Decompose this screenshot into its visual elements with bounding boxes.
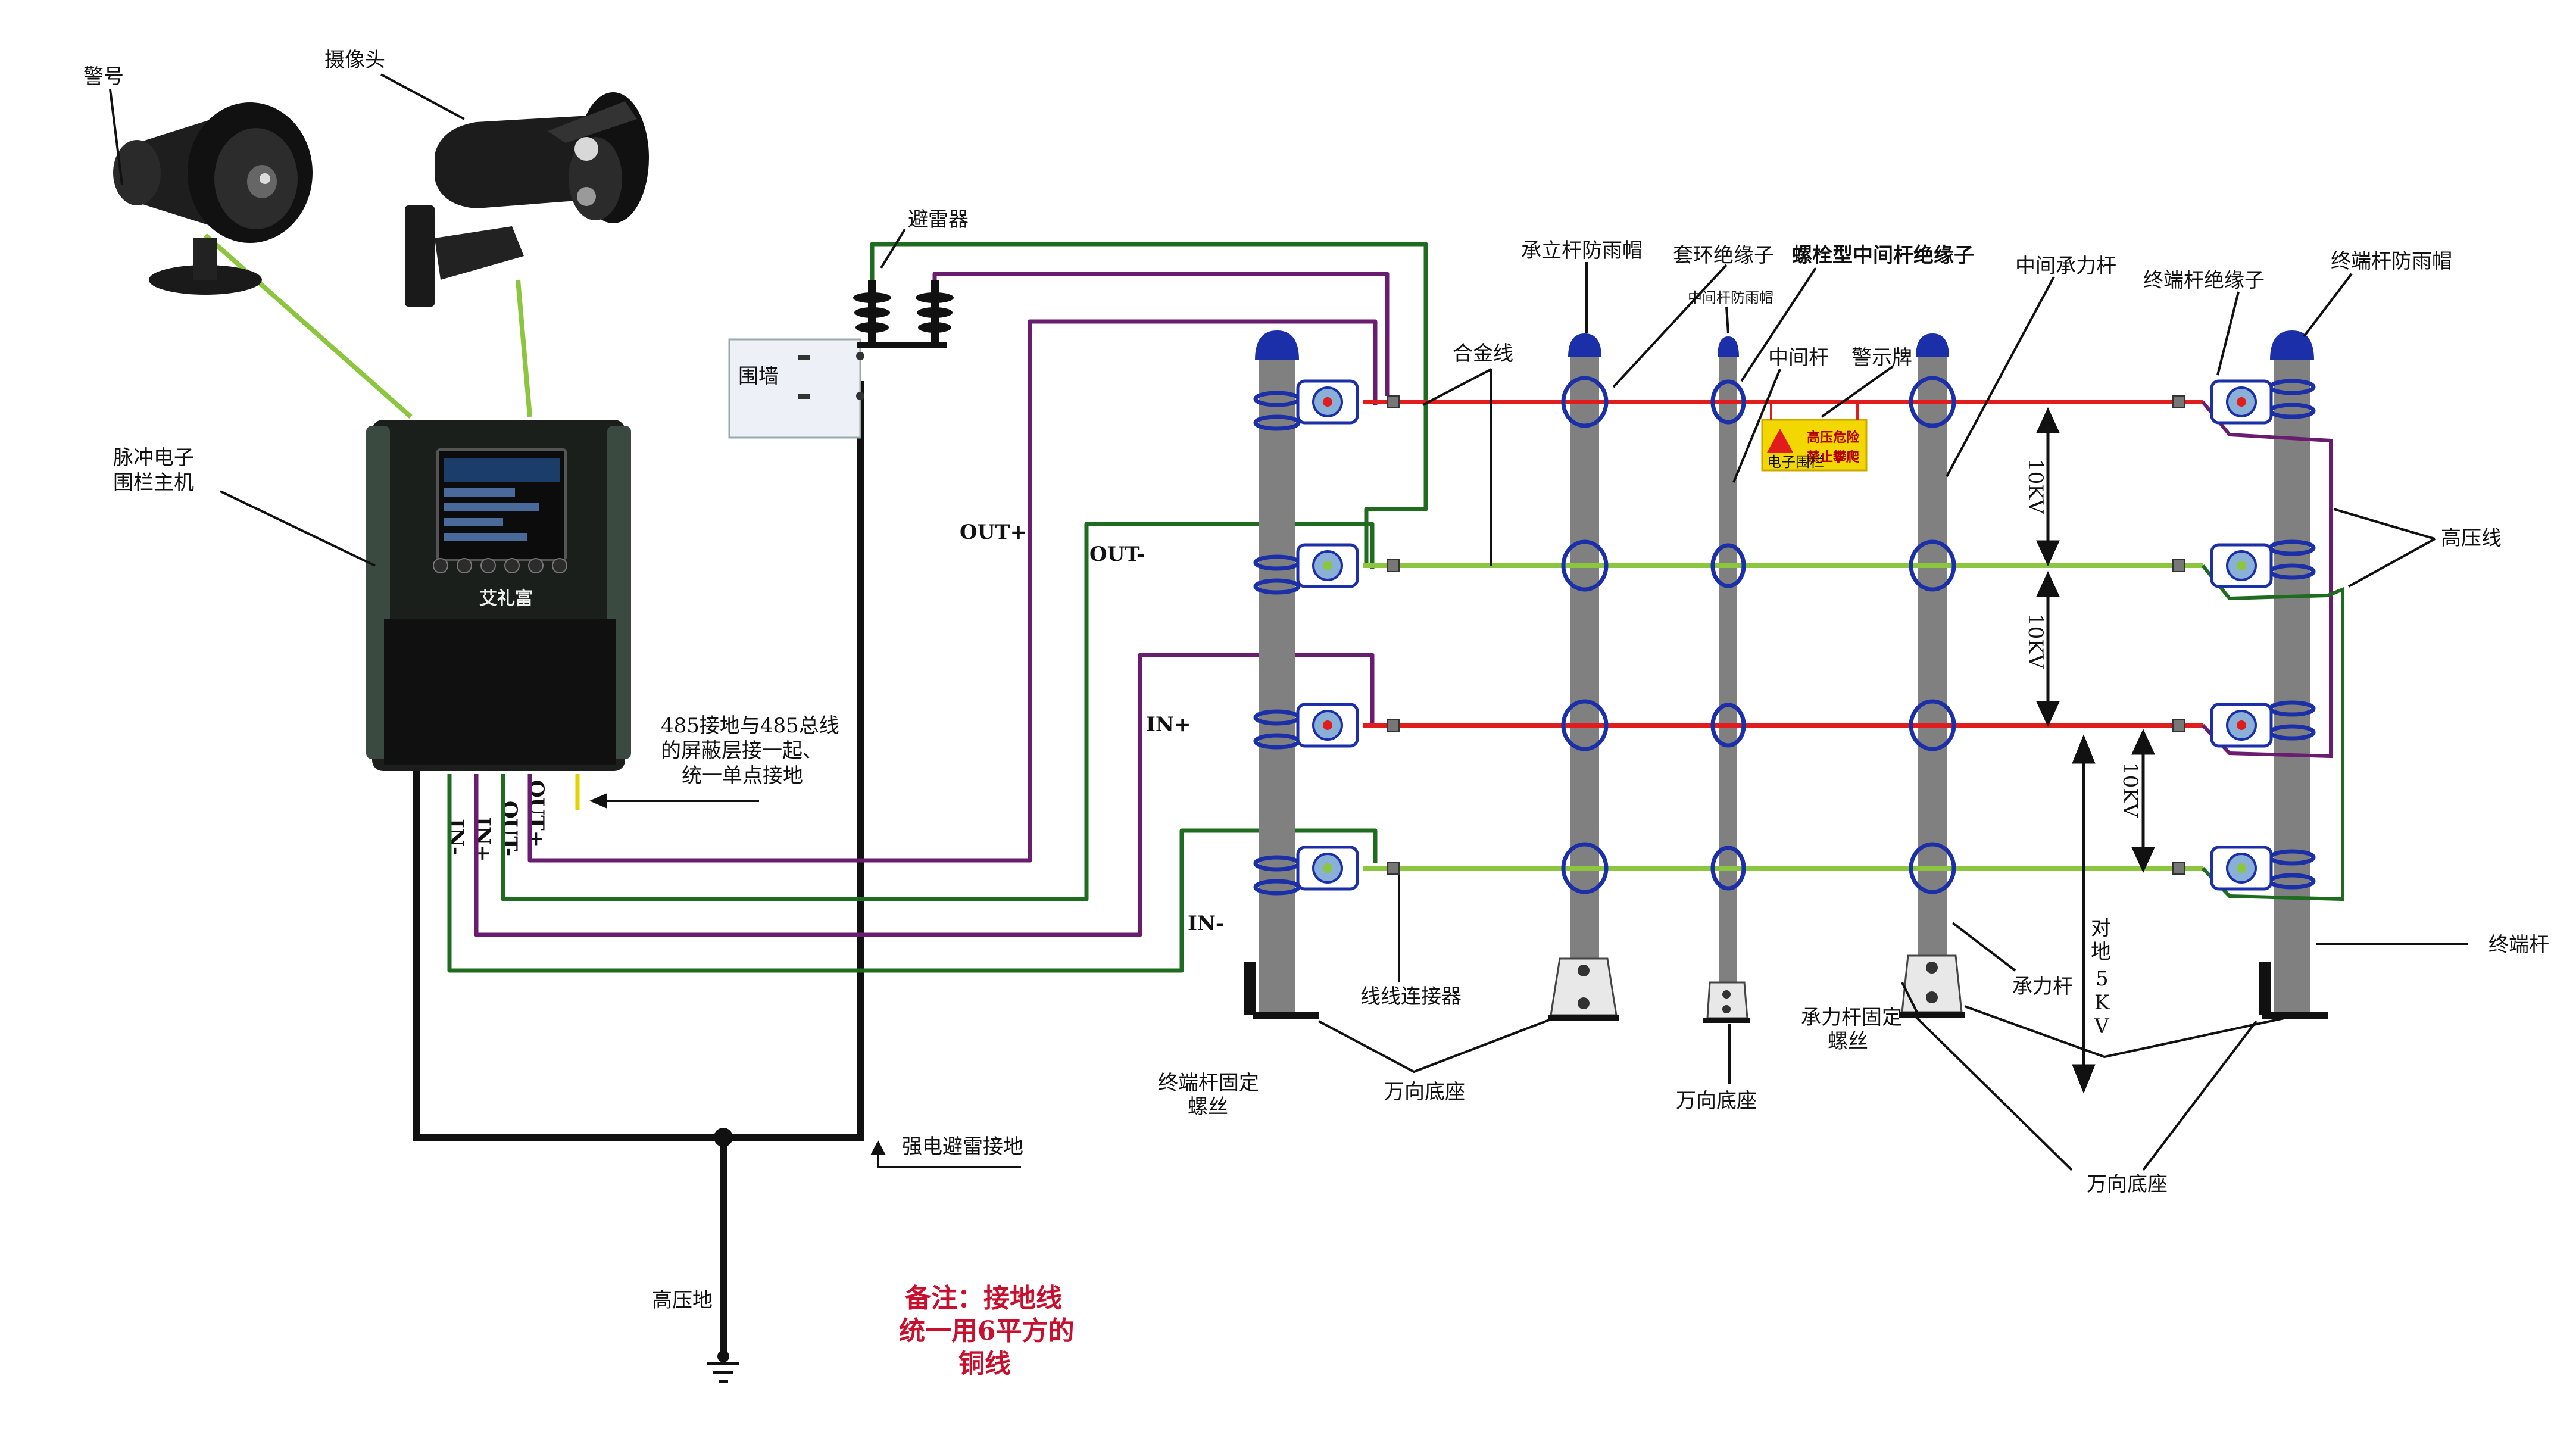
- wire-arrester-purple: [932, 272, 1390, 396]
- wire-out-plus: [527, 319, 1378, 863]
- fence-host-device: 艾礼富: [366, 420, 631, 771]
- remark-line2: 统一用6平方的: [899, 1316, 1075, 1346]
- wire-label-out-plus: OUT+: [960, 520, 1027, 544]
- voltage-arrows: [2036, 407, 2155, 1094]
- wall-label: 围墙: [738, 364, 779, 388]
- mid-load-pole-label: 中间承力杆: [2015, 254, 2116, 278]
- universal-base-label: 万向底座: [1384, 1080, 1465, 1104]
- alloy-wire-label: 合金线: [1453, 342, 1513, 366]
- end-pole-right: [2274, 348, 2310, 1015]
- sign-line1: 高压危险: [1807, 430, 1860, 445]
- host-label-line2: 围栏主机: [113, 471, 194, 495]
- mid-pole-label: 中间杆: [1768, 346, 1829, 370]
- ring-insulator-label: 套环绝缘子: [1673, 244, 1774, 267]
- fence-poles: [1259, 348, 2310, 1015]
- voltage-label-1: 10KV: [2024, 458, 2047, 515]
- siren-icon: [113, 102, 413, 419]
- voltage-label-3: 10KV: [2118, 762, 2142, 819]
- hv-wire-label: 高压线: [2441, 526, 2502, 550]
- end-rain-cap-label: 终端杆防雨帽: [2331, 249, 2452, 273]
- host-label-line1: 脉冲电子: [113, 446, 194, 470]
- voltage-label-2: 10KV: [2024, 613, 2047, 670]
- wall-box: [728, 338, 861, 439]
- sign-line2: 禁止攀爬: [1807, 450, 1860, 465]
- end-insulators-right: [2210, 379, 2273, 891]
- sign-small: 电子围栏: [1767, 454, 1824, 470]
- wall-screws: [798, 352, 864, 400]
- universal-base-mid-label: 万向底座: [1676, 1089, 1757, 1113]
- wire-out-minus: [501, 522, 1375, 901]
- load-pole-label: 承力杆: [2012, 975, 2073, 999]
- to-ground-char-0: 对: [2091, 916, 2111, 940]
- strong-lightning-ground-label: 强电避雷接地: [902, 1135, 1023, 1159]
- load-pole-screw-label-2: 螺丝: [1828, 1029, 1868, 1053]
- siren-label: 警号: [83, 65, 124, 89]
- universal-base-right-label: 万向底座: [2087, 1172, 2168, 1196]
- camera-icon: [405, 92, 649, 417]
- wire-label-in-plus: IN+: [1146, 713, 1191, 737]
- end-insulator-label: 终端杆绝缘子: [2143, 269, 2265, 292]
- mid-pole: [1719, 351, 1737, 1000]
- host-brand: 艾礼富: [479, 588, 533, 609]
- ground-wire-main: [413, 381, 864, 1141]
- strong-ground-arrow: [870, 1140, 1021, 1168]
- signal-wires: [447, 242, 1428, 973]
- wire-in-plus: [474, 653, 1375, 937]
- mid-load-pole: [1918, 351, 1947, 988]
- lightning-arrester-icon: [853, 280, 954, 348]
- wire-connectors: [1387, 395, 2185, 875]
- shield-note-line2: 的屏蔽层接一起、: [661, 739, 823, 763]
- to-ground-char-4: V: [2094, 1015, 2110, 1038]
- remark-line1: 备注：接地线: [905, 1283, 1062, 1314]
- end-pole-screw-label-1: 终端杆固定: [1158, 1071, 1259, 1095]
- end-insulators-left: [1296, 379, 1359, 891]
- mid-rain-cap-label: 中间杆防雨帽: [1688, 289, 1773, 306]
- hv-ground-label: 高压地: [652, 1289, 713, 1312]
- ground-node: [717, 1350, 729, 1362]
- wire-label-out-minus: OUT-: [1089, 542, 1145, 566]
- fence-leader-lines: [1318, 262, 2468, 1084]
- shield-note-arrow: [589, 793, 759, 809]
- arrester-label: 避雷器: [908, 208, 969, 232]
- hv-wires: [1363, 400, 2203, 871]
- ground-junction: [714, 1128, 733, 1147]
- ring-insulators: [1561, 376, 1956, 894]
- shield-note-line1: 485接地与485总线: [661, 714, 839, 738]
- to-ground-char-3: K: [2094, 991, 2110, 1015]
- right-loop-wires: [2201, 401, 2344, 901]
- camera-label: 摄像头: [324, 48, 385, 72]
- to-ground-voltage-label: 对 地 5 K V: [2091, 916, 2111, 1038]
- to-ground-char-1: 地: [2091, 940, 2111, 964]
- ground-wires: [413, 381, 864, 1361]
- rain-cap-upright-label: 承立杆防雨帽: [1521, 239, 1643, 263]
- bolt-mid-insulator-label: 螺栓型中间杆绝缘子: [1792, 244, 1974, 267]
- earth-ground-icon: [707, 1362, 739, 1383]
- remark-line3: 铜线: [958, 1349, 1011, 1379]
- shield-note-line3: 统一单点接地: [682, 764, 803, 788]
- upright-pole: [1570, 351, 1599, 988]
- warning-sign: 高压危险 禁止攀爬 电子围栏: [1761, 402, 1868, 472]
- warning-sign-label: 警示牌: [1851, 346, 1912, 370]
- end-pole-label: 终端杆: [2488, 933, 2549, 957]
- wire-label-in-minus: IN-: [1188, 912, 1224, 935]
- load-pole-screw-label-1: 承力杆固定: [1801, 1006, 1902, 1029]
- end-pole-left: [1259, 348, 1295, 1015]
- end-pole-screw-label-2: 螺丝: [1188, 1095, 1228, 1119]
- wire-arrester-green: [870, 242, 1428, 564]
- universal-bases: [1244, 954, 2328, 1023]
- to-ground-char-2: 5: [2096, 967, 2109, 991]
- wire-in-minus: [447, 774, 1378, 973]
- rain-caps: [1255, 330, 2314, 360]
- wire-connector-label: 线线连接器: [1360, 985, 1462, 1009]
